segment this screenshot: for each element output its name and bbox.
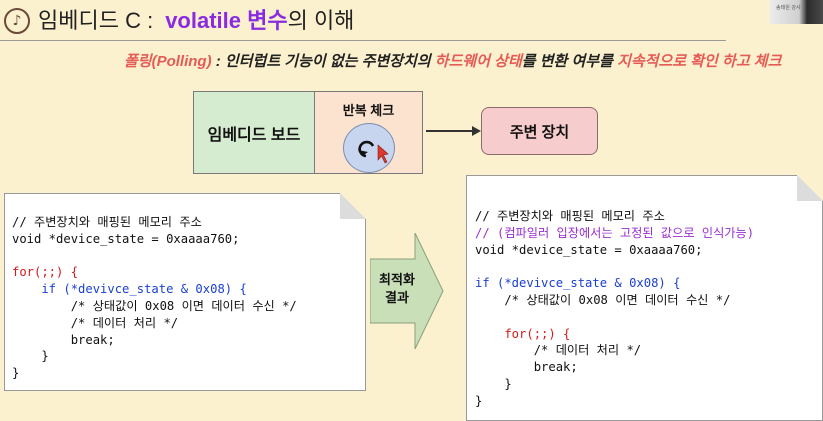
page-title: 임베디드 C : volatile 변수의 이해 <box>38 6 354 36</box>
code-line: break; <box>475 360 578 375</box>
embedded-board-box: 임베디드 보드 반복 체크 <box>193 91 423 174</box>
optimization-label-line1: 최적화 <box>379 272 415 287</box>
code-line: if (*devivce_state & 0x08) { <box>475 276 681 291</box>
loop-check-section: 반복 체크 <box>314 92 422 173</box>
subtitle-continuous-check: 지속적으로 확인 하고 체크 <box>617 53 782 70</box>
code-line: for(;;) { <box>475 326 571 341</box>
page-fold-corner <box>797 175 823 201</box>
code-line: void *device_state = 0xaaaa760; <box>12 231 240 246</box>
code-line: } <box>475 377 512 391</box>
peripheral-device-box: 주변 장치 <box>481 107 598 155</box>
code-line: /* 상태값이 0x08 이면 데이터 수신 */ <box>12 299 297 313</box>
code-line: void *device_state = 0xaaaa760; <box>475 242 703 257</box>
title-divider <box>0 40 726 41</box>
page-fold-corner <box>340 193 366 219</box>
subtitle-polling: 폴링(Polling) <box>124 53 212 70</box>
connector-line <box>426 130 476 132</box>
logo-icon: ♪ <box>4 8 30 34</box>
title-keyword: volatile 변수 <box>165 8 288 33</box>
code-line: } <box>475 393 483 408</box>
code-line: /* 데이터 처리 */ <box>475 343 642 358</box>
connector-arrowhead <box>472 126 481 136</box>
board-label: 임베디드 보드 <box>194 92 314 173</box>
code-line: /* 데이터 처리 */ <box>12 315 179 330</box>
webcam-caption: 송태원 강사 <box>776 5 801 11</box>
code-before-panel: // 주변장치와 매핑된 메모리 주소 void *device_state = … <box>4 193 366 391</box>
optimization-label: 최적화 결과 <box>375 271 419 307</box>
loop-check-label: 반복 체크 <box>342 103 395 118</box>
optimization-label-line2: 결과 <box>385 290 409 305</box>
code-line: for(;;) { <box>12 265 79 280</box>
subtitle-text-1: : 인터럽트 기능이 없는 주변장치의 <box>211 53 435 70</box>
code-line: // 주변장치와 매핑된 메모리 주소 <box>12 215 202 229</box>
code-line: /* 상태값이 0x08 이면 데이터 수신 */ <box>475 293 731 307</box>
code-line: // 주변장치와 매핑된 메모리 주소 <box>475 209 665 223</box>
optimization-arrow-icon <box>370 233 444 349</box>
code-after-panel: // 주변장치와 매핑된 메모리 주소 // (컴파일러 입장에서는 고정된 값으… <box>466 175 823 421</box>
code-line: break; <box>12 332 115 347</box>
code-line: } <box>12 349 49 364</box>
loop-icon <box>342 123 395 173</box>
subtitle: 폴링(Polling) : 인터럽트 기능이 없는 주변장치의 하드웨어 상태를… <box>124 50 781 71</box>
code-line: } <box>12 366 20 381</box>
title-suffix: 의 이해 <box>287 8 355 33</box>
subtitle-text-2: 를 변환 여부를 <box>521 53 618 70</box>
code-line: if (*devivce_state & 0x08) { <box>12 282 247 297</box>
code-line: // (컴파일러 입장에서는 고정된 값으로 인식가능) <box>475 225 755 240</box>
webcam-thumbnail: 송태원 강사 <box>770 0 823 24</box>
subtitle-hw-state: 하드웨어 상태 <box>434 53 522 70</box>
title-prefix: 임베디드 C : <box>38 8 154 33</box>
